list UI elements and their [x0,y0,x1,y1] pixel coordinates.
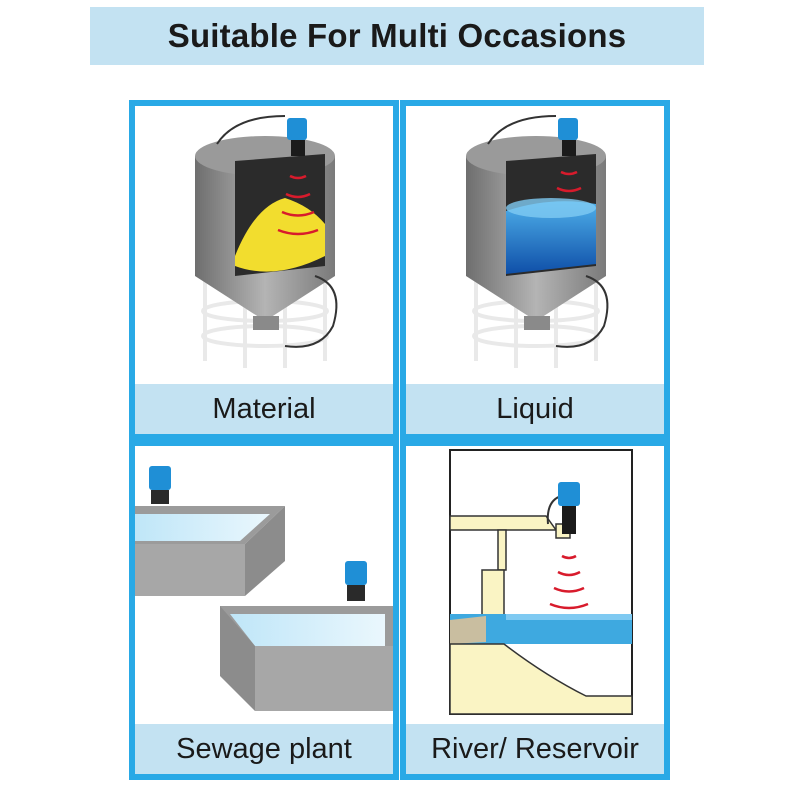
card-label: River/ Reservoir [406,724,664,774]
card-label: Sewage plant [135,724,393,774]
card-label-text: River/ Reservoir [431,732,639,765]
occasion-card-material: Material [129,100,399,440]
card-label-text: Material [212,392,316,425]
occasion-card-liquid: Liquid [400,100,670,440]
card-label: Liquid [406,384,664,434]
page-title: Suitable For Multi Occasions [167,17,627,54]
occasion-card-river-reservoir: River/ Reservoir [400,440,670,780]
card-label: Material [135,384,393,434]
sewage-plant-illustration [135,466,393,711]
material-silo-illustration [195,115,338,368]
occasion-card-sewage-plant: Sewage plant [129,440,399,780]
title-banner: Suitable For Multi Occasions [90,7,704,65]
card-label-text: Liquid [496,392,574,425]
card-label-text: Sewage plant [176,732,352,765]
river-reservoir-illustration [449,449,633,715]
liquid-tank-illustration [466,115,609,368]
